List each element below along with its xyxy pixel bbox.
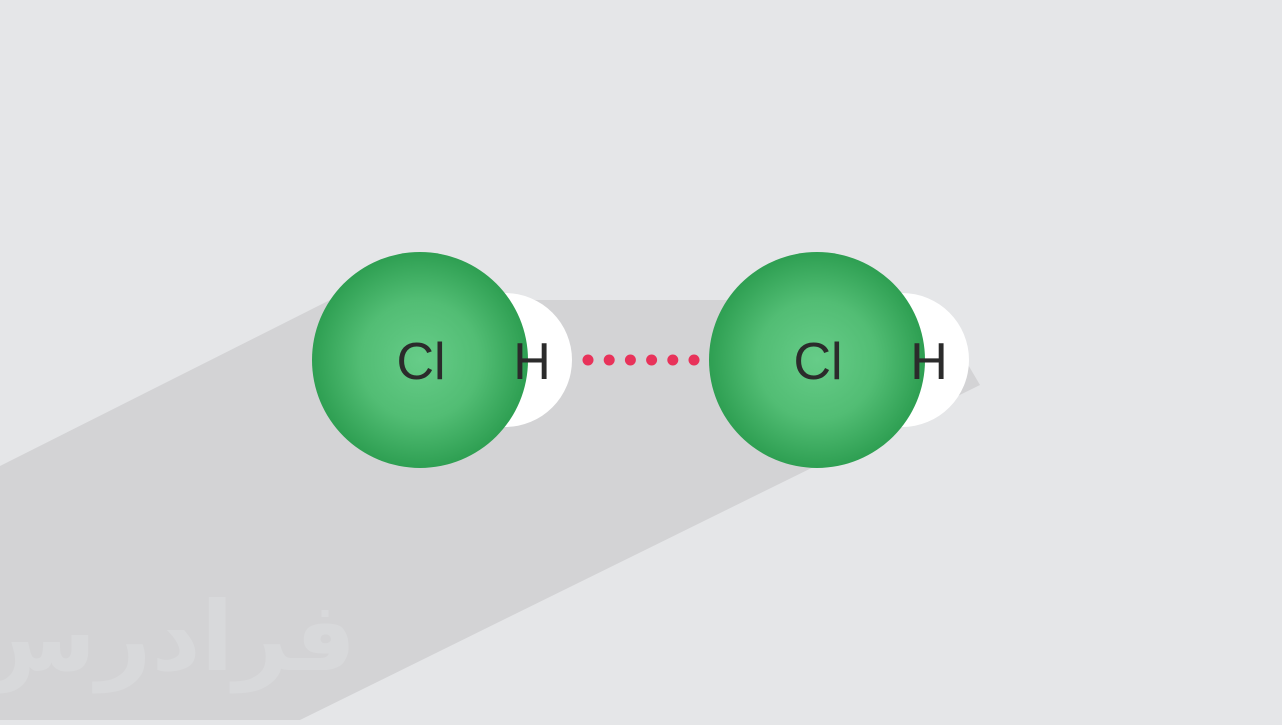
hydrogen-label-2: H: [910, 333, 948, 391]
hydrogen-label-1: H: [513, 333, 551, 391]
interaction-dot: [582, 354, 594, 366]
chlorine-label-1: Cl: [396, 333, 445, 391]
chlorine-atom-2: [709, 252, 925, 468]
chlorine-atom-1: [312, 252, 528, 468]
interaction-dot: [688, 354, 700, 366]
molecule-2: Cl H: [709, 252, 969, 468]
interaction-dot: [667, 354, 679, 366]
interaction-dot: [646, 354, 658, 366]
interaction-dot: [624, 354, 636, 366]
molecule-1: Cl H: [312, 252, 572, 468]
hydrogen-bond-dots: [582, 354, 700, 366]
watermark-logo: فرادرس: [0, 581, 356, 693]
chlorine-label-2: Cl: [793, 333, 842, 391]
interaction-dot: [603, 354, 615, 366]
